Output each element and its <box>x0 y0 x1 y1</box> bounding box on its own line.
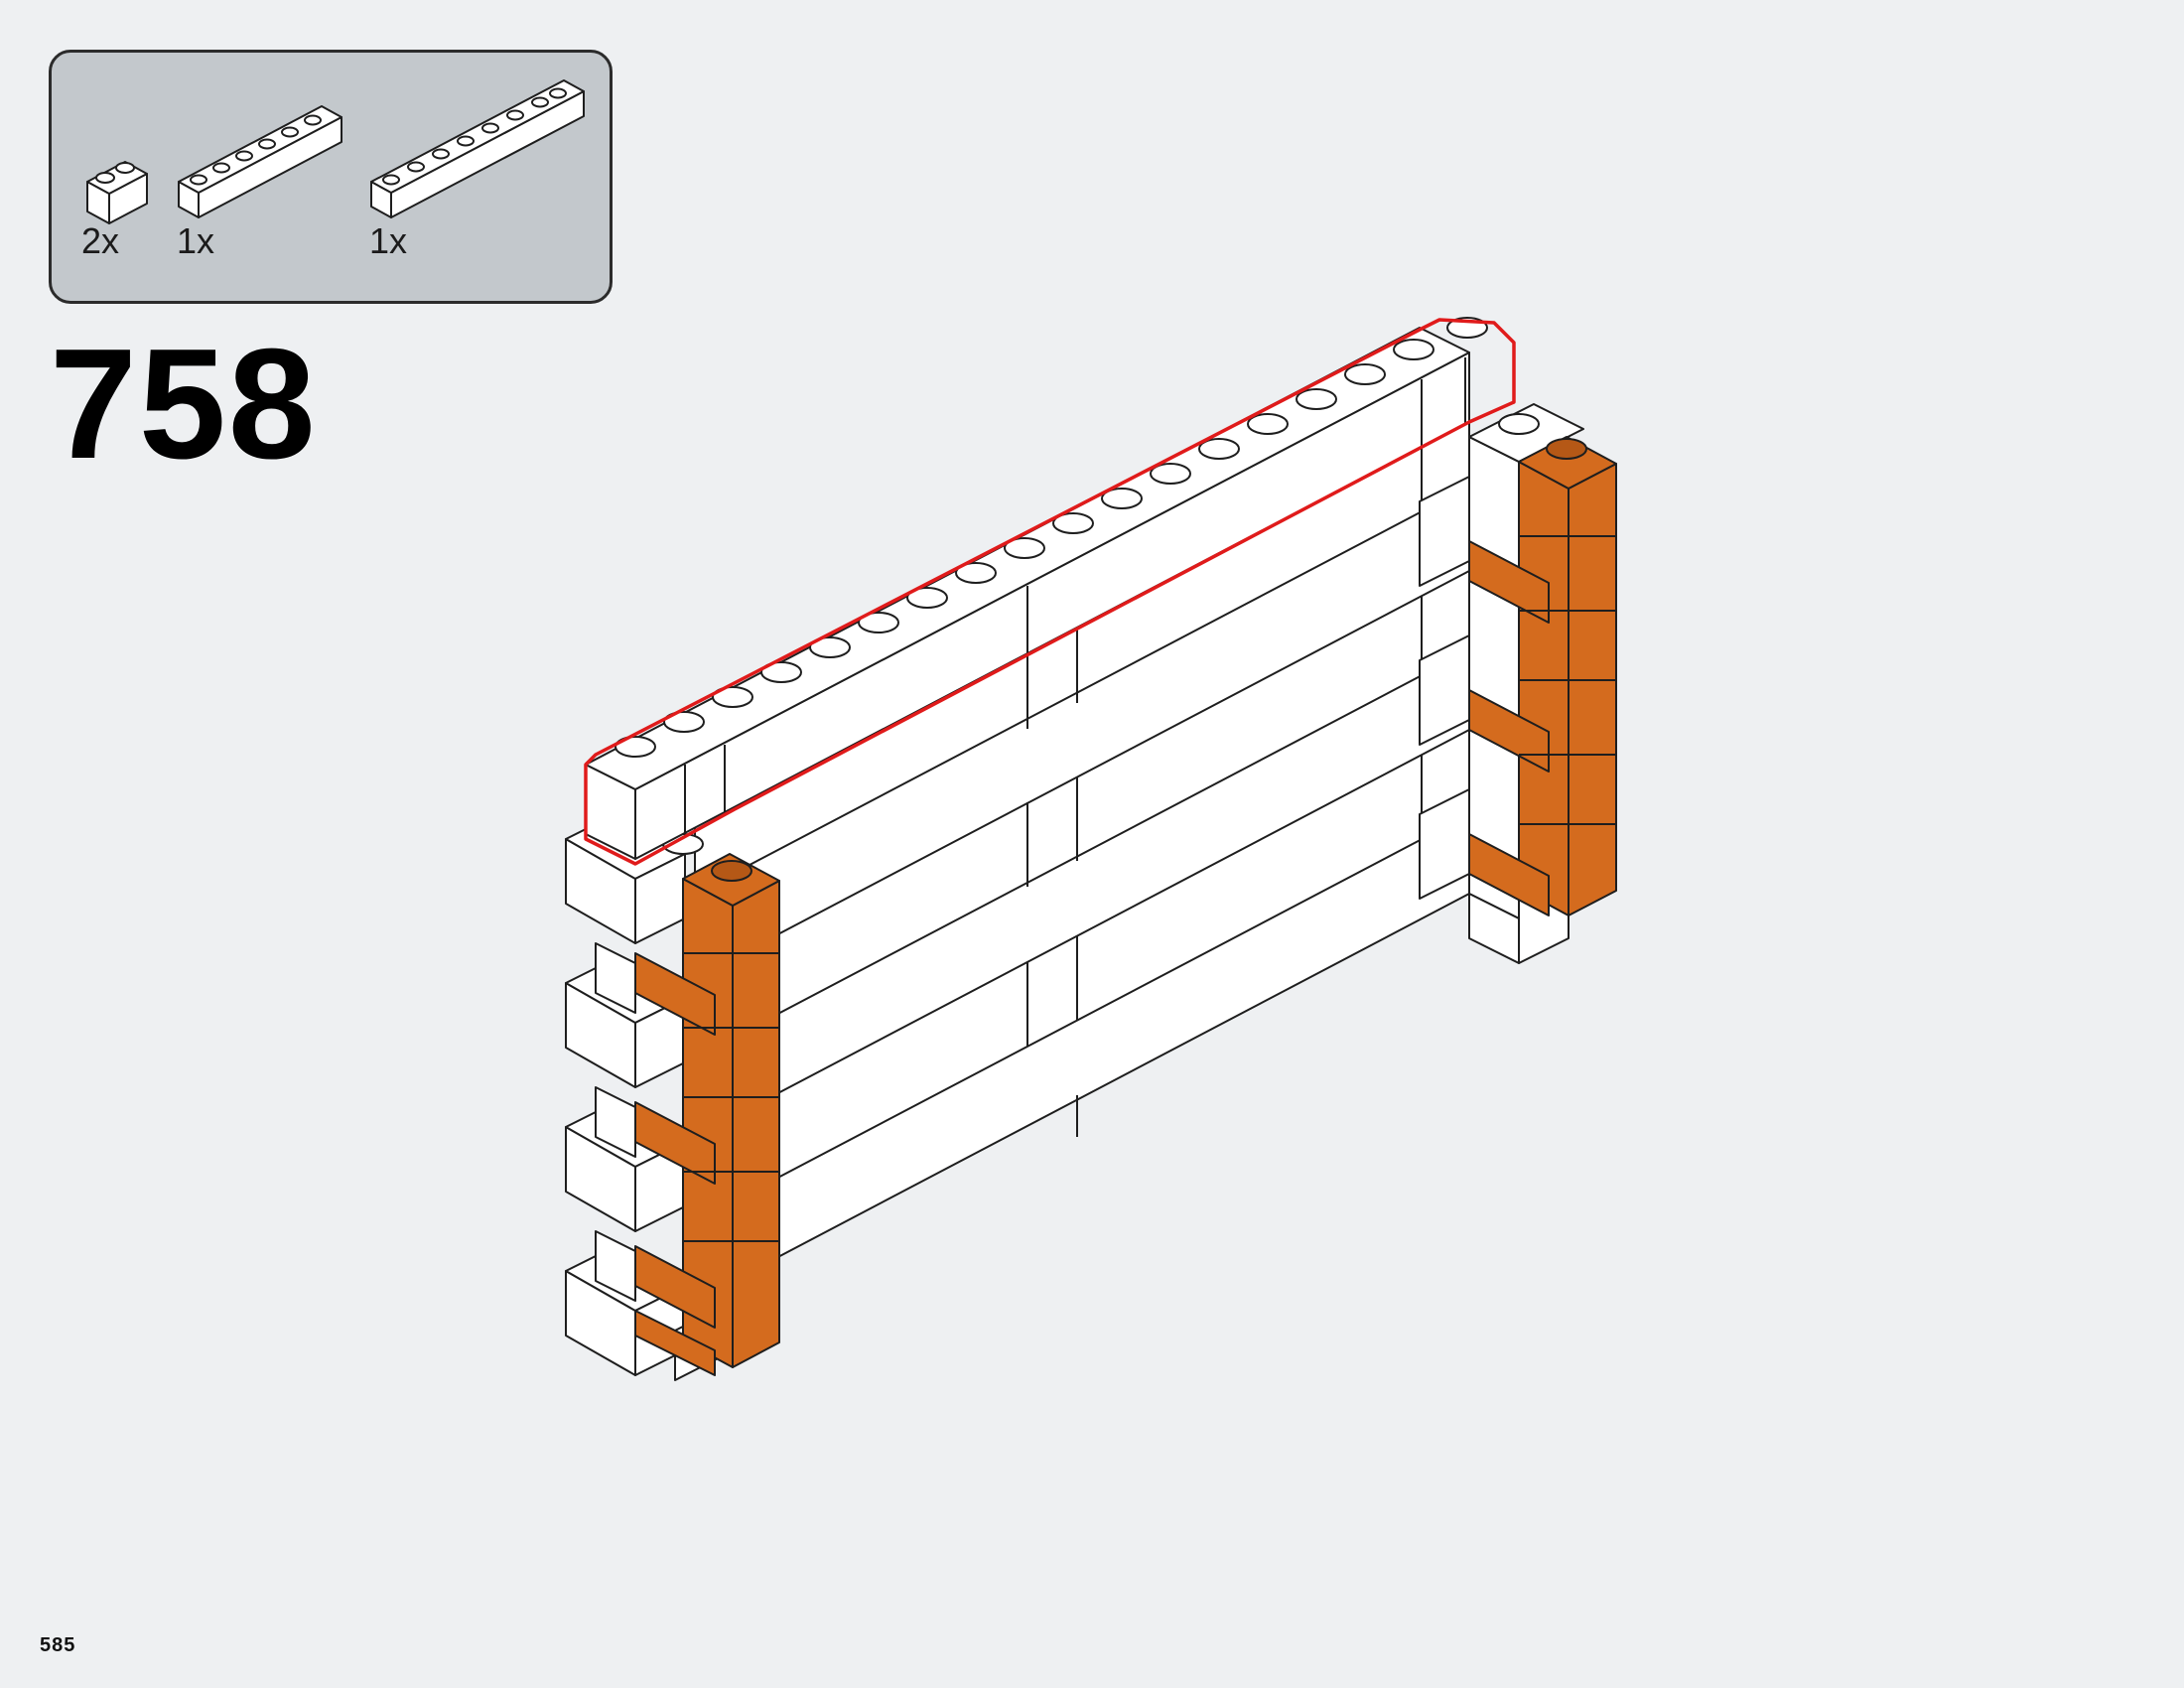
part-quantity: 1x <box>369 220 408 261</box>
page-number: 585 <box>40 1634 76 1656</box>
right-white-stud <box>1498 413 1540 435</box>
right-orange-seams <box>1519 535 1616 825</box>
wall-course-lines <box>694 486 1470 1222</box>
parts-illustration <box>86 79 585 224</box>
right-orange-stud <box>1546 438 1587 460</box>
part-brick-1x8-icon <box>370 79 585 218</box>
left-orange-seams <box>683 952 779 1242</box>
part-quantity: 1x <box>177 220 215 261</box>
part-brick-1x2-round-icon <box>86 161 148 224</box>
step-number: 758 <box>50 317 318 492</box>
part-brick-1x6-icon <box>178 105 342 218</box>
part-quantity: 2x <box>81 220 120 261</box>
left-orange-column <box>634 853 780 1376</box>
top-row-studs <box>614 317 1488 758</box>
right-orange-column <box>1468 436 1617 916</box>
new-parts-highlight <box>584 318 1516 866</box>
parts-callout: 2x 1x 1x <box>49 50 613 304</box>
left-orange-stud <box>711 860 752 882</box>
